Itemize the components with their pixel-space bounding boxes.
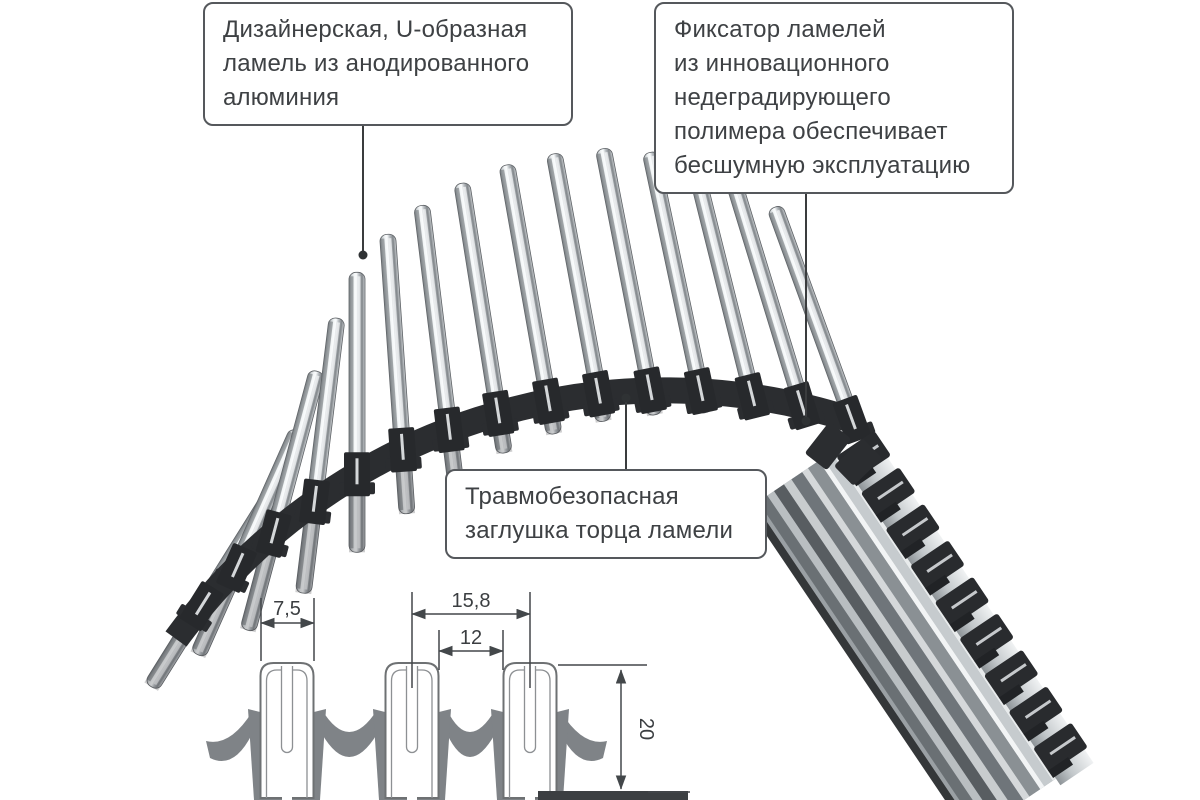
polymer-fixator-clips xyxy=(176,366,876,632)
fixator-clip xyxy=(251,509,292,558)
section-bottom-notches xyxy=(282,789,535,800)
fixator-clip xyxy=(294,478,332,525)
section-ground-bar xyxy=(538,791,688,800)
fixator-clip xyxy=(633,366,672,414)
cross-section-drawing: 7,5 15,8 12 20 xyxy=(206,590,690,800)
fixator-clip xyxy=(339,452,375,497)
rolled-down-grille-section xyxy=(748,422,1094,800)
leader-dot-lamella xyxy=(358,250,368,260)
lamella-strip xyxy=(546,153,612,423)
lamella-strip xyxy=(596,148,663,417)
fixator-clip xyxy=(481,389,519,437)
fixator-clip xyxy=(582,370,620,418)
callout-fixator-box: Фиксатор ламелей из инновационного недег… xyxy=(654,2,1014,194)
lamella-strip xyxy=(348,271,366,553)
dim-pitch-label: 15,8 xyxy=(452,590,491,612)
lamella-strip xyxy=(454,182,513,455)
leader-dot-fixator xyxy=(801,416,811,426)
dim-height-label: 20 xyxy=(635,718,657,740)
callout-lamella-text: Дизайнерская, U-образная ламель из аноди… xyxy=(223,16,530,111)
callout-fixator-text: Фиксатор ламелей из инновационного недег… xyxy=(674,16,971,179)
leader-dot-endcap xyxy=(621,393,631,403)
fixator-clip xyxy=(212,543,257,593)
dim-lamella-width-label: 7,5 xyxy=(273,598,301,620)
fixator-clip xyxy=(176,581,224,632)
fixator-clip xyxy=(532,377,570,425)
fixator-clip xyxy=(683,367,723,415)
section-dimensions xyxy=(260,592,690,793)
leader-lines xyxy=(358,114,811,471)
lamella-strip xyxy=(768,206,865,438)
callout-endcap-text: Травмобезопасная заглушка торца ламели xyxy=(465,483,734,544)
lamella-strip xyxy=(727,180,816,426)
fixator-clip xyxy=(432,406,470,453)
section-profile-slots xyxy=(280,666,537,754)
lamella-strip xyxy=(643,151,714,415)
lamella-strip xyxy=(499,164,563,436)
fixator-clip xyxy=(734,372,775,421)
callout-endcap-box: Травмобезопасная заглушка торца ламели xyxy=(445,469,767,559)
dim-clear-gap-label: 12 xyxy=(460,627,482,649)
callout-lamella-box: Дизайнерская, U-образная ламель из аноди… xyxy=(203,2,573,126)
fixator-clip xyxy=(385,427,422,473)
